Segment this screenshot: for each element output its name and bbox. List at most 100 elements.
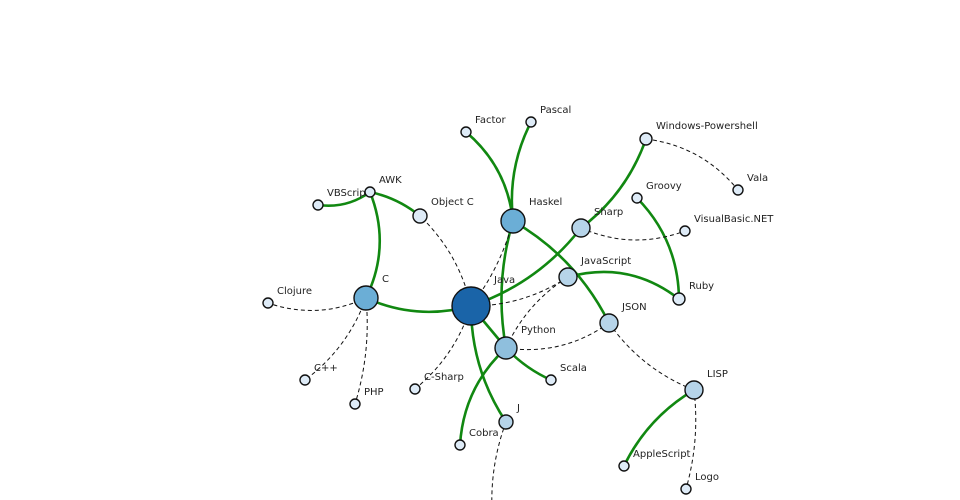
edge-java-objc (419, 215, 472, 307)
node-circle[interactable] (571, 218, 591, 238)
node-vbnet[interactable]: VisualBasic.NET (679, 214, 774, 237)
node-circle[interactable] (349, 398, 361, 410)
node-label: C (382, 274, 389, 285)
node-circle[interactable] (460, 126, 472, 138)
node-cpp[interactable]: C++ (299, 363, 338, 386)
edge-c-awk (364, 191, 382, 299)
edge-python-cobra (458, 347, 507, 446)
node-python[interactable]: Python (494, 325, 556, 360)
edge-python-javascript (505, 276, 569, 349)
node-circle[interactable] (679, 225, 691, 237)
node-lisp[interactable]: LISP (684, 369, 728, 400)
node-label: AWK (379, 175, 402, 186)
node-circle[interactable] (454, 439, 466, 451)
edge-groovy-ruby (636, 197, 681, 300)
node-circle[interactable] (494, 336, 518, 360)
node-label: C++ (314, 363, 338, 374)
node-applescript[interactable]: AppleScript (618, 449, 691, 472)
node-label: Factor (475, 115, 506, 126)
node-circle[interactable] (631, 192, 643, 204)
node-clojure[interactable]: Clojure (262, 286, 312, 309)
node-label: C-Sharp (424, 372, 464, 383)
node-label: Python (521, 325, 556, 336)
node-label: Vala (747, 173, 768, 184)
edge-sharp-vbnet (580, 227, 686, 241)
node-vala[interactable]: Vala (732, 173, 768, 196)
node-label: LISP (707, 369, 728, 380)
edge-c-cpp (304, 297, 367, 381)
edge-c-clojure (267, 297, 367, 311)
node-circle[interactable] (312, 199, 324, 211)
node-php[interactable]: PHP (349, 387, 384, 410)
node-label: Windows-Powershell (656, 121, 758, 132)
node-circle[interactable] (409, 383, 421, 395)
node-circle[interactable] (545, 374, 557, 386)
node-haskel[interactable]: Haskel (500, 197, 562, 234)
node-circle[interactable] (684, 380, 704, 400)
edge-haskel-json (512, 219, 611, 324)
node-label: Groovy (646, 181, 682, 192)
node-circle[interactable] (353, 285, 379, 311)
node-javascript[interactable]: JavaScript (558, 256, 631, 287)
node-circle[interactable] (618, 460, 630, 472)
node-logo[interactable]: Logo (680, 472, 719, 495)
node-circle[interactable] (639, 132, 653, 146)
node-label: VisualBasic.NET (694, 214, 774, 225)
node-label: JavaScript (580, 256, 631, 267)
node-circle[interactable] (672, 292, 686, 306)
edges-layer (267, 121, 739, 500)
node-circle[interactable] (558, 267, 578, 287)
node-json[interactable]: JSON (599, 302, 647, 333)
edge-lisp-applescript (622, 388, 695, 467)
edge-java-sharp (470, 227, 583, 308)
node-pascal[interactable]: Pascal (525, 105, 571, 128)
node-label: VBScript (327, 188, 370, 199)
node-csharp[interactable]: C-Sharp (409, 372, 464, 395)
node-circle[interactable] (732, 184, 744, 196)
node-circle[interactable] (680, 483, 692, 495)
node-objc[interactable]: Object C (412, 197, 474, 224)
node-java[interactable]: Java (451, 275, 515, 326)
node-label: PHP (364, 387, 384, 398)
node-c[interactable]: C (353, 274, 389, 311)
node-circle[interactable] (299, 374, 311, 386)
node-label: Pascal (540, 105, 571, 116)
node-label: Logo (695, 472, 719, 483)
node-factor[interactable]: Factor (460, 115, 506, 138)
edge-sharp-powershell (580, 138, 648, 230)
node-circle[interactable] (599, 313, 619, 333)
node-circle[interactable] (525, 116, 537, 128)
node-circle[interactable] (500, 208, 526, 234)
node-label: Scala (560, 363, 587, 374)
node-label: J (516, 403, 520, 414)
node-label: Haskel (529, 197, 562, 208)
node-label: Cobra (469, 428, 499, 439)
node-label: AppleScript (633, 449, 691, 460)
node-circle[interactable] (451, 286, 491, 326)
node-scala[interactable]: Scala (545, 363, 587, 386)
node-cobra[interactable]: Cobra (454, 428, 499, 451)
edge-json-lisp (608, 322, 695, 391)
node-vbscript[interactable]: VBScript (312, 188, 370, 211)
node-circle[interactable] (412, 208, 428, 224)
edge-lisp-logo (685, 389, 697, 490)
node-ruby[interactable]: Ruby (672, 281, 714, 306)
node-awk[interactable]: AWK (364, 175, 402, 198)
node-powershell[interactable]: Windows-Powershell (639, 121, 758, 146)
node-label: Java (493, 275, 515, 286)
node-label: Ruby (689, 281, 714, 292)
node-circle[interactable] (498, 414, 514, 430)
node-label: Sharp (594, 207, 623, 218)
node-sharp[interactable]: Sharp (571, 207, 623, 238)
node-circle[interactable] (262, 297, 274, 309)
node-label: Clojure (277, 286, 312, 297)
node-circle[interactable] (364, 186, 376, 198)
node-groovy[interactable]: Groovy (631, 181, 682, 204)
node-j[interactable]: J (498, 403, 520, 430)
node-label: JSON (621, 302, 647, 313)
edge-haskel-python (500, 220, 515, 349)
edge-javascript-ruby (567, 270, 680, 301)
node-label: Object C (431, 197, 474, 208)
